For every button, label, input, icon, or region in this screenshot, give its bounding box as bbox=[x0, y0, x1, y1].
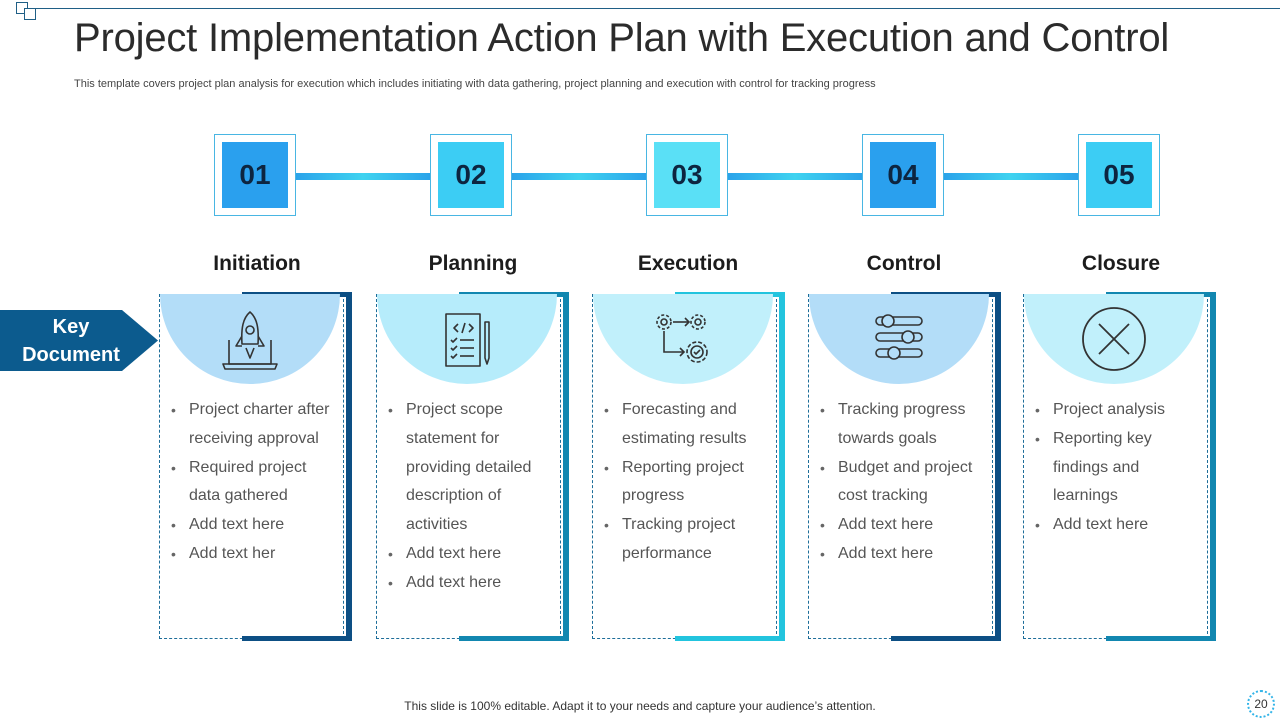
step-number: 01 bbox=[222, 142, 288, 208]
phase-card-control: Tracking progress towards goals Budget a… bbox=[808, 292, 1001, 641]
timeline-connector bbox=[728, 173, 862, 180]
list-item: Add text here bbox=[384, 540, 554, 569]
list-item: Add text here bbox=[167, 511, 337, 540]
sliders-icon bbox=[875, 314, 923, 360]
phase-title: Planning bbox=[428, 252, 518, 275]
timeline-connector bbox=[512, 173, 646, 180]
page-number: 20 bbox=[1247, 690, 1275, 718]
list-item: Reporting key findings and learnings bbox=[1031, 425, 1201, 511]
phase-card-initiation: Project charter after receiving approval… bbox=[159, 292, 352, 641]
key-document-line2: Document bbox=[22, 344, 120, 366]
list-item: Budget and project cost tracking bbox=[816, 454, 986, 512]
code-document-pen-icon bbox=[445, 313, 490, 367]
list-item: Add text here bbox=[384, 569, 554, 598]
key-document-line1: Key bbox=[52, 316, 90, 338]
list-item: Add text here bbox=[816, 540, 986, 569]
gears-workflow-icon bbox=[656, 314, 708, 363]
list-item: Add text here bbox=[816, 511, 986, 540]
page-title: Project Implementation Action Plan with … bbox=[74, 16, 1170, 60]
slide-corner-icon bbox=[16, 2, 40, 22]
list-item: Tracking project performance bbox=[600, 511, 770, 569]
list-item: Required project data gathered bbox=[167, 454, 337, 512]
phase-card-execution: Forecasting and estimating results Repor… bbox=[592, 292, 785, 641]
top-rule bbox=[30, 8, 1280, 9]
timeline-connector bbox=[296, 173, 430, 180]
phase-title: Initiation bbox=[213, 252, 301, 275]
step-number: 05 bbox=[1086, 142, 1152, 208]
step-number-box: 03 bbox=[646, 134, 728, 216]
phase-card-planning: Project scope statement for providing de… bbox=[376, 292, 569, 641]
list-item: Add text here bbox=[1031, 511, 1201, 540]
close-circle-icon bbox=[1082, 307, 1146, 371]
phase-title: Control bbox=[866, 252, 942, 275]
step-number-box: 01 bbox=[214, 134, 296, 216]
page-subtitle: This template covers project plan analys… bbox=[74, 78, 876, 90]
phase-title: Execution bbox=[637, 252, 739, 275]
step-number-box: 02 bbox=[430, 134, 512, 216]
list-item: Project analysis bbox=[1031, 396, 1201, 425]
step-number-box: 04 bbox=[862, 134, 944, 216]
list-item: Forecasting and estimating results bbox=[600, 396, 770, 454]
step-number: 02 bbox=[438, 142, 504, 208]
list-item: Tracking progress towards goals bbox=[816, 396, 986, 454]
list-item: Project charter after receiving approval bbox=[167, 396, 337, 454]
rocket-laptop-icon bbox=[222, 311, 278, 370]
phase-title: Closure bbox=[1081, 252, 1161, 275]
timeline-connector bbox=[944, 173, 1078, 180]
phase-card-closure: Project analysis Reporting key findings … bbox=[1023, 292, 1216, 641]
footer-note: This slide is 100% editable. Adapt it to… bbox=[404, 699, 876, 713]
list-item: Reporting project progress bbox=[600, 454, 770, 512]
step-number: 04 bbox=[870, 142, 936, 208]
list-item: Project scope statement for providing de… bbox=[384, 396, 554, 540]
step-number-box: 05 bbox=[1078, 134, 1160, 216]
step-number: 03 bbox=[654, 142, 720, 208]
list-item: Add text her bbox=[167, 540, 337, 569]
